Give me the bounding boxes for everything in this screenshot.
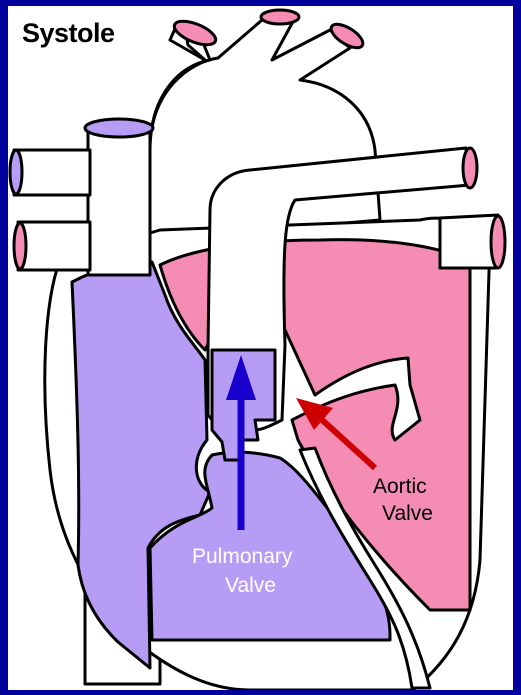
vena-cava-opening xyxy=(85,119,153,137)
aortic-valve-label-line2: Valve xyxy=(382,502,433,525)
right-vessel xyxy=(440,215,498,268)
superior-vena-cava xyxy=(88,125,150,275)
left-vessel-lower xyxy=(18,222,90,270)
right-vessel-opening xyxy=(491,216,505,268)
left-vessel-upper-opening xyxy=(10,150,22,194)
diagram-panel: Aortic Valve Pulmonary Valve Systole xyxy=(8,6,513,690)
diagram-title: Systole xyxy=(22,18,115,49)
heart-diagram: Aortic Valve Pulmonary Valve xyxy=(8,6,513,690)
aortic-valve-label-line1: Aortic xyxy=(373,475,427,498)
artery-opening-middle xyxy=(261,10,299,24)
pulmonary-valve-label-line2: Valve xyxy=(225,574,276,597)
left-vessel-upper xyxy=(14,150,90,195)
pulmonary-valve-label-line1: Pulmonary xyxy=(192,545,293,568)
left-vessel-lower-opening xyxy=(14,223,26,269)
aorta-opening-right xyxy=(463,148,477,188)
